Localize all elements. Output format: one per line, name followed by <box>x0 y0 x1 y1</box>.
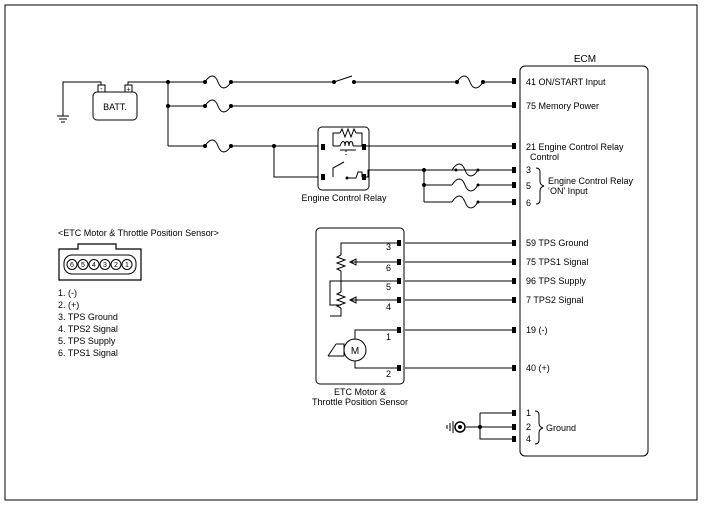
relay-coil <box>339 141 354 147</box>
connector-pin-3: 3 <box>103 262 107 269</box>
ecm-pin-tps-ground: 59 TPS Ground <box>526 238 588 248</box>
relay-output-wiring <box>366 145 512 209</box>
connector-pin-1: 1 <box>125 262 129 269</box>
etc-pin-2: 2 <box>386 369 391 379</box>
fuse-3 <box>204 99 232 113</box>
svg-text:-: - <box>100 86 103 93</box>
legend-item: 3. TPS Ground <box>58 312 118 322</box>
fuse-2 <box>456 75 484 89</box>
etc-pin-3: 3 <box>386 242 391 252</box>
ecm-pin-on-start: 41 ON/START Input <box>526 77 606 87</box>
legend-item: 6. TPS1 Signal <box>58 348 118 358</box>
ecm-pin-minus: 19 (-) <box>526 325 548 335</box>
ecm-pin-tps1-signal: 75 TPS1 Signal <box>526 257 588 267</box>
etc-pin-5: 5 <box>386 282 391 292</box>
power-wiring <box>166 75 512 178</box>
ecm-pin-6: 6 <box>526 198 531 208</box>
engine-control-relay: Engine Control Relay <box>301 126 387 203</box>
relay-switch <box>332 161 345 177</box>
etc-box <box>315 227 405 385</box>
etc-pin-4: 4 <box>386 302 391 312</box>
fuse-4 <box>204 139 232 153</box>
motor-label: M <box>351 346 359 357</box>
ignition-switch <box>333 75 353 83</box>
fuse-7 <box>451 195 479 209</box>
connector-legend: 1. (-) 2. (+) 3. TPS Ground 4. TPS2 Sign… <box>58 288 118 358</box>
ecm-pin-tps2-signal: 7 TPS2 Signal <box>526 295 583 305</box>
ecm-pin-tps-supply: 96 TPS Supply <box>526 276 586 286</box>
ecm-pin-g1: 1 <box>526 408 531 418</box>
etc-motor-tps: 3 6 5 4 1 2 M ETC Motor & Throttle Posit… <box>312 227 408 407</box>
ecm-pin-plus: 40 (+) <box>526 363 550 373</box>
ecm-pin-g2: 2 <box>526 422 531 432</box>
relay-box <box>317 126 370 191</box>
ecm-title: ECM <box>574 54 596 65</box>
brace-ecr-on <box>535 167 545 205</box>
ecm-pin-5: 5 <box>526 181 531 191</box>
etc-pin-1: 1 <box>386 332 391 342</box>
connector-pin-5: 5 <box>81 262 85 269</box>
motor-shaft-icon <box>327 343 345 357</box>
ecm-pin-3: 3 <box>526 165 531 175</box>
svg-text:+: + <box>126 87 130 94</box>
ecm-pin-g4: 4 <box>526 434 531 444</box>
ecm-box <box>519 65 649 457</box>
relay-label: Engine Control Relay <box>301 193 387 203</box>
ground-symbol <box>57 115 69 123</box>
ecm-ecr-on-input-2: ‘ON’ Input <box>548 186 588 196</box>
ecm-ground-label: Ground <box>546 423 576 433</box>
connector-view: <ETC Motor & Throttle Position Sensor> 6… <box>58 228 219 358</box>
ecm-pin-ecr-control: 21 Engine Control Relay <box>526 142 624 152</box>
etc-label: ETC Motor & <box>334 387 386 397</box>
connector-pin-2: 2 <box>114 262 118 269</box>
ecm-block: ECM 41 ON/START Input 75 Memory Power 21… <box>512 54 649 457</box>
fuse-6 <box>451 178 479 192</box>
connector-pin-6: 6 <box>70 262 74 269</box>
connector-pins: 6 5 4 3 2 1 <box>66 259 133 270</box>
ecm-ecr-on-input: Engine Control Relay <box>548 176 634 186</box>
legend-item: 5. TPS Supply <box>58 336 116 346</box>
ecm-pin-markers <box>512 78 516 442</box>
diagram-frame <box>4 4 698 501</box>
brace-ground <box>534 410 544 445</box>
chassis-ground-icon <box>446 421 466 433</box>
battery-box <box>92 91 138 121</box>
connector-pin-4: 4 <box>92 262 96 269</box>
ecm-pin-ecr-control-2: Control <box>530 152 559 162</box>
tps1-potentiometer <box>335 254 347 272</box>
fuse-1 <box>204 75 232 89</box>
etc-pin-6: 6 <box>386 263 391 273</box>
legend-item: 4. TPS2 Signal <box>58 324 118 334</box>
fuse-5 <box>451 163 479 177</box>
legend-item: 2. (+) <box>58 300 79 310</box>
etc-ecm-wiring <box>405 242 512 369</box>
ecm-pin-memory-power: 75 Memory Power <box>526 101 599 111</box>
relay-resistor <box>339 127 357 139</box>
legend-item: 1. (-) <box>58 288 77 298</box>
ecm-ground-wiring <box>446 412 512 440</box>
battery-label: BATT. <box>103 102 127 112</box>
battery-group: BATT. - + <box>57 81 168 123</box>
etc-label-2: Throttle Position Sensor <box>312 397 408 407</box>
connector-title: <ETC Motor & Throttle Position Sensor> <box>58 228 219 238</box>
